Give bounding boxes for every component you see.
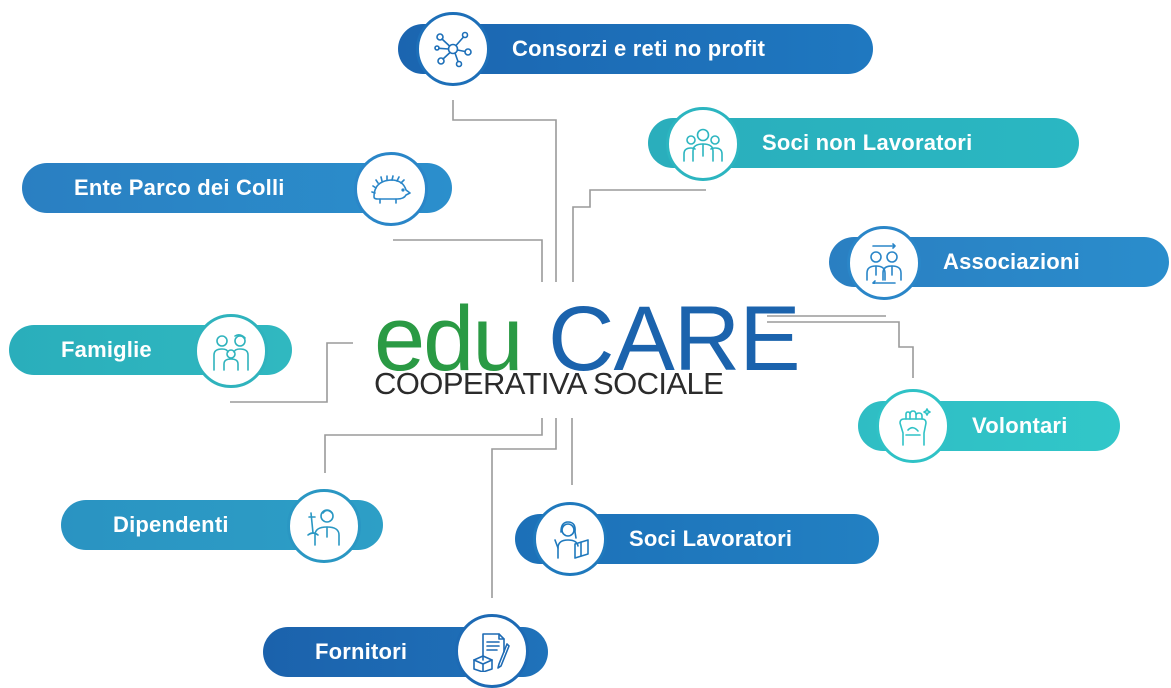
node-famiglie-label: Famiglie bbox=[61, 337, 152, 362]
connector-soci-non-lavoratori bbox=[572, 189, 706, 282]
connector-fornitori bbox=[491, 418, 557, 598]
node-associazioni-label: Associazioni bbox=[943, 249, 1080, 274]
worker-icon bbox=[287, 489, 361, 563]
document-pen-icon bbox=[455, 614, 529, 688]
hedgehog-icon bbox=[354, 152, 428, 226]
logo-edu-text: edu bbox=[374, 288, 523, 390]
node-soci-non-lavoratori-label: Soci non Lavoratori bbox=[762, 130, 973, 155]
node-volontari-label: Volontari bbox=[972, 413, 1068, 438]
educare-logo: edu CARE COOPERATIVA SOCIALE bbox=[372, 288, 801, 407]
node-ente-parco-label: Ente Parco dei Colli bbox=[74, 175, 285, 200]
teacher-icon bbox=[533, 502, 607, 576]
network-icon bbox=[416, 12, 490, 86]
node-fornitori-label: Fornitori bbox=[315, 639, 408, 664]
logo-subtitle: COOPERATIVA SOCIALE bbox=[374, 366, 724, 401]
node-soci-lavoratori-label: Soci Lavoratori bbox=[629, 526, 793, 551]
logo-care-text: CARE bbox=[548, 288, 801, 390]
group-people-icon bbox=[666, 107, 740, 181]
connector-dipendenti bbox=[324, 418, 543, 473]
family-icon bbox=[194, 314, 268, 388]
connector-famiglie bbox=[230, 342, 353, 403]
connector-associazioni-b bbox=[767, 321, 914, 378]
node-dipendenti-label: Dipendenti bbox=[113, 512, 229, 537]
association-icon bbox=[847, 226, 921, 300]
raised-fist-icon bbox=[876, 389, 950, 463]
connector-ente-parco bbox=[393, 239, 543, 282]
connector-consorzi bbox=[452, 100, 557, 282]
node-consorzi-label: Consorzi e reti no profit bbox=[512, 36, 766, 61]
